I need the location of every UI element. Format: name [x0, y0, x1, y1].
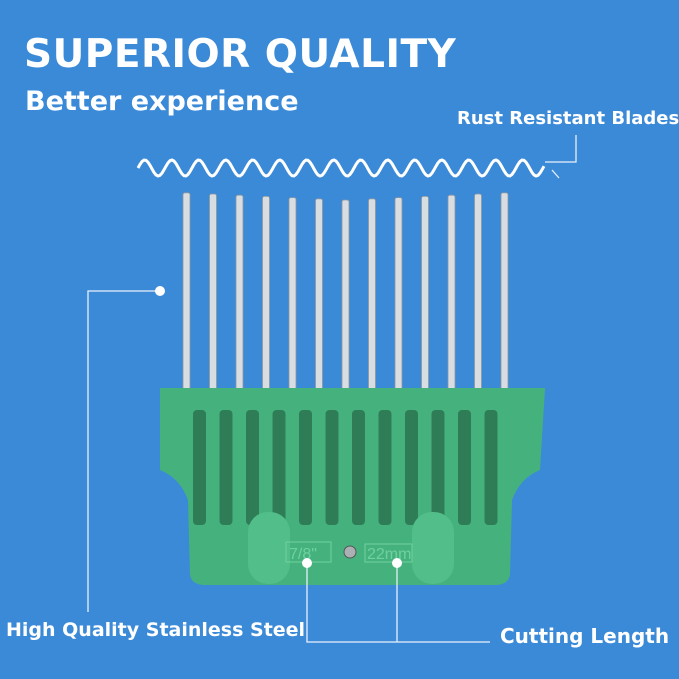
rust-callout-line — [545, 135, 577, 179]
marking-mm: 22mm — [367, 546, 411, 563]
comb-slot — [193, 410, 206, 525]
comb-slot — [484, 410, 498, 525]
steel-callout-dot — [155, 286, 165, 296]
comb-slot — [325, 410, 339, 525]
comb-slot — [272, 410, 286, 525]
headline: SUPERIOR QUALITY — [24, 32, 457, 77]
cutting-dot-mm — [392, 558, 402, 568]
rust-callout-label: Rust Resistant Blades — [457, 108, 679, 129]
wave-decoration — [136, 158, 546, 178]
comb-slot — [299, 410, 312, 525]
comb-slot — [219, 410, 233, 525]
steel-callout-label: High Quality Stainless Steel — [6, 619, 306, 641]
comb-body: 7/8" 22mm — [160, 388, 545, 585]
comb-slot — [458, 410, 471, 525]
cutting-callout-label: Cutting Length — [500, 624, 670, 648]
comb-slot — [246, 410, 259, 525]
comb-slot — [378, 410, 392, 525]
cutting-callout-line — [306, 563, 490, 643]
comb-slot — [352, 410, 365, 525]
steel-callout-line — [87, 290, 160, 612]
cutting-dot-inch — [302, 558, 312, 568]
marking-inch: 7/8" — [289, 546, 317, 563]
comb-slot — [431, 410, 445, 525]
subheadline: Better experience — [25, 86, 299, 117]
rivet-icon — [343, 545, 357, 559]
comb-slot — [405, 410, 418, 525]
